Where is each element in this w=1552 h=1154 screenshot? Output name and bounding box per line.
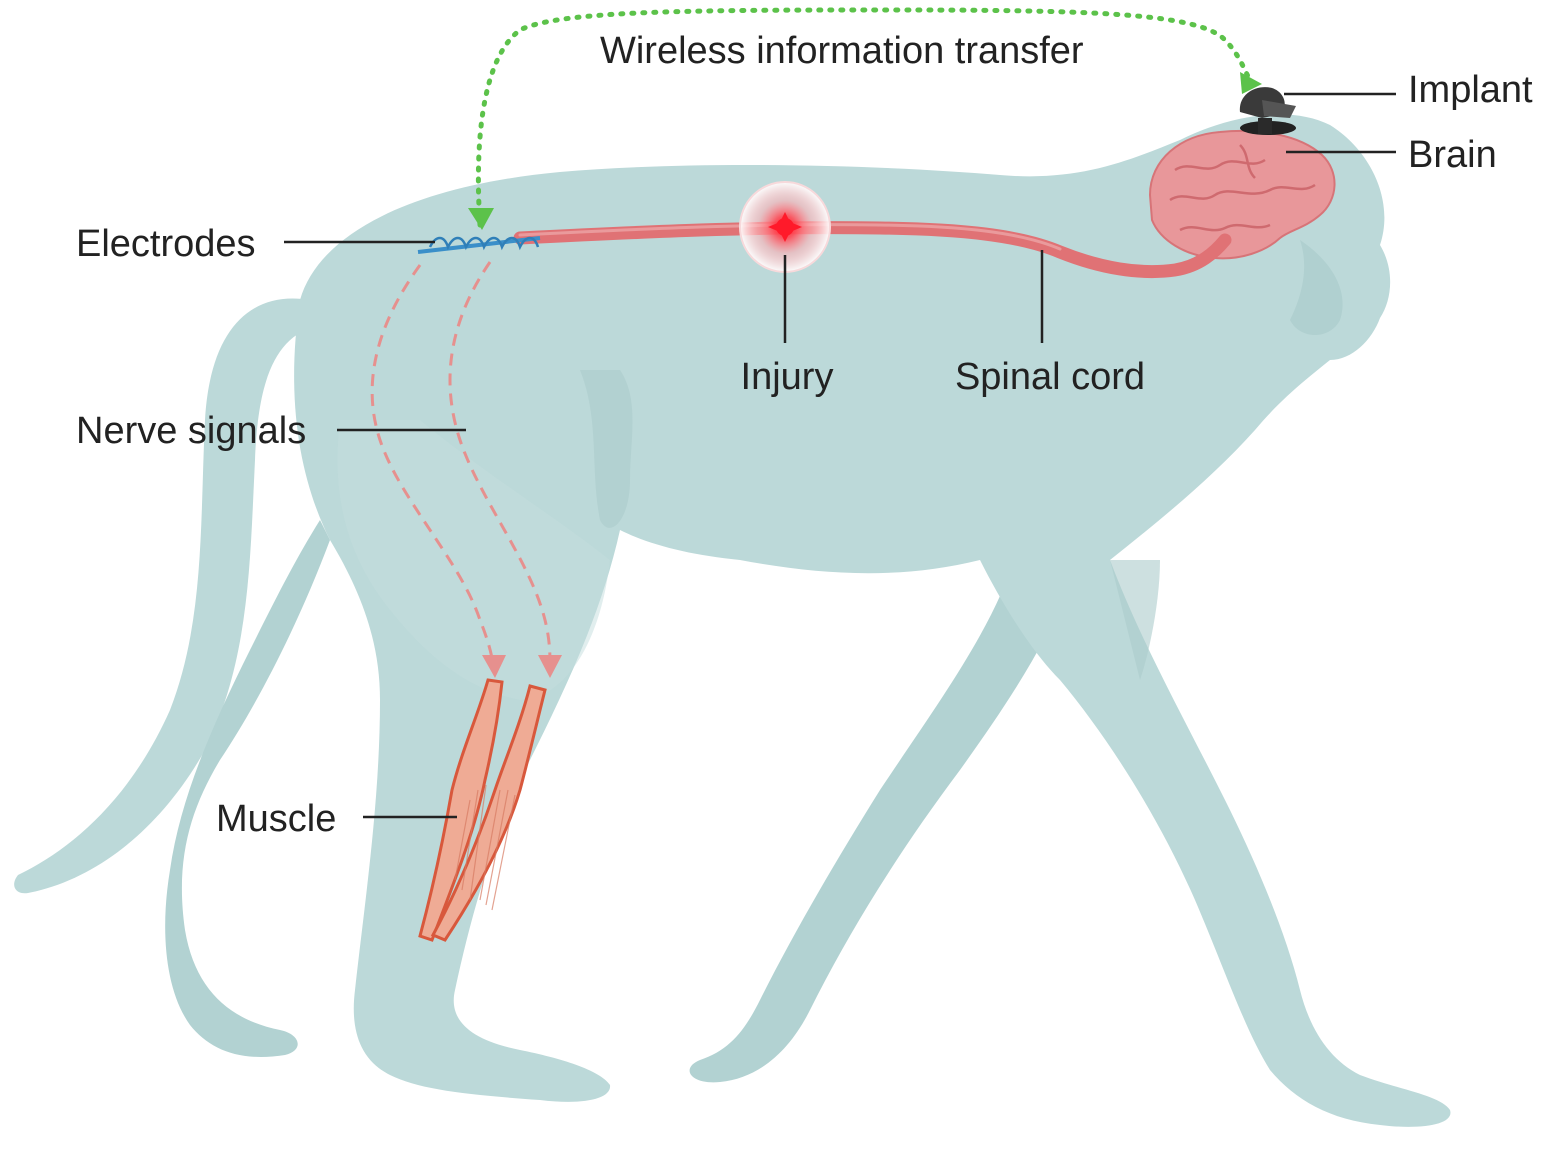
label-electrodes: Electrodes <box>76 223 256 265</box>
label-implant: Implant <box>1408 69 1533 111</box>
label-wireless: Wireless information transfer <box>600 30 1084 72</box>
label-nerve-signals: Nerve signals <box>76 410 306 452</box>
label-spinal-cord: Spinal cord <box>955 356 1145 398</box>
monkey-silhouette <box>14 114 1450 1127</box>
label-muscle: Muscle <box>216 798 336 840</box>
label-injury: Injury <box>741 356 834 398</box>
label-brain: Brain <box>1408 134 1497 176</box>
monkey-hind-leg-far <box>165 520 330 1057</box>
